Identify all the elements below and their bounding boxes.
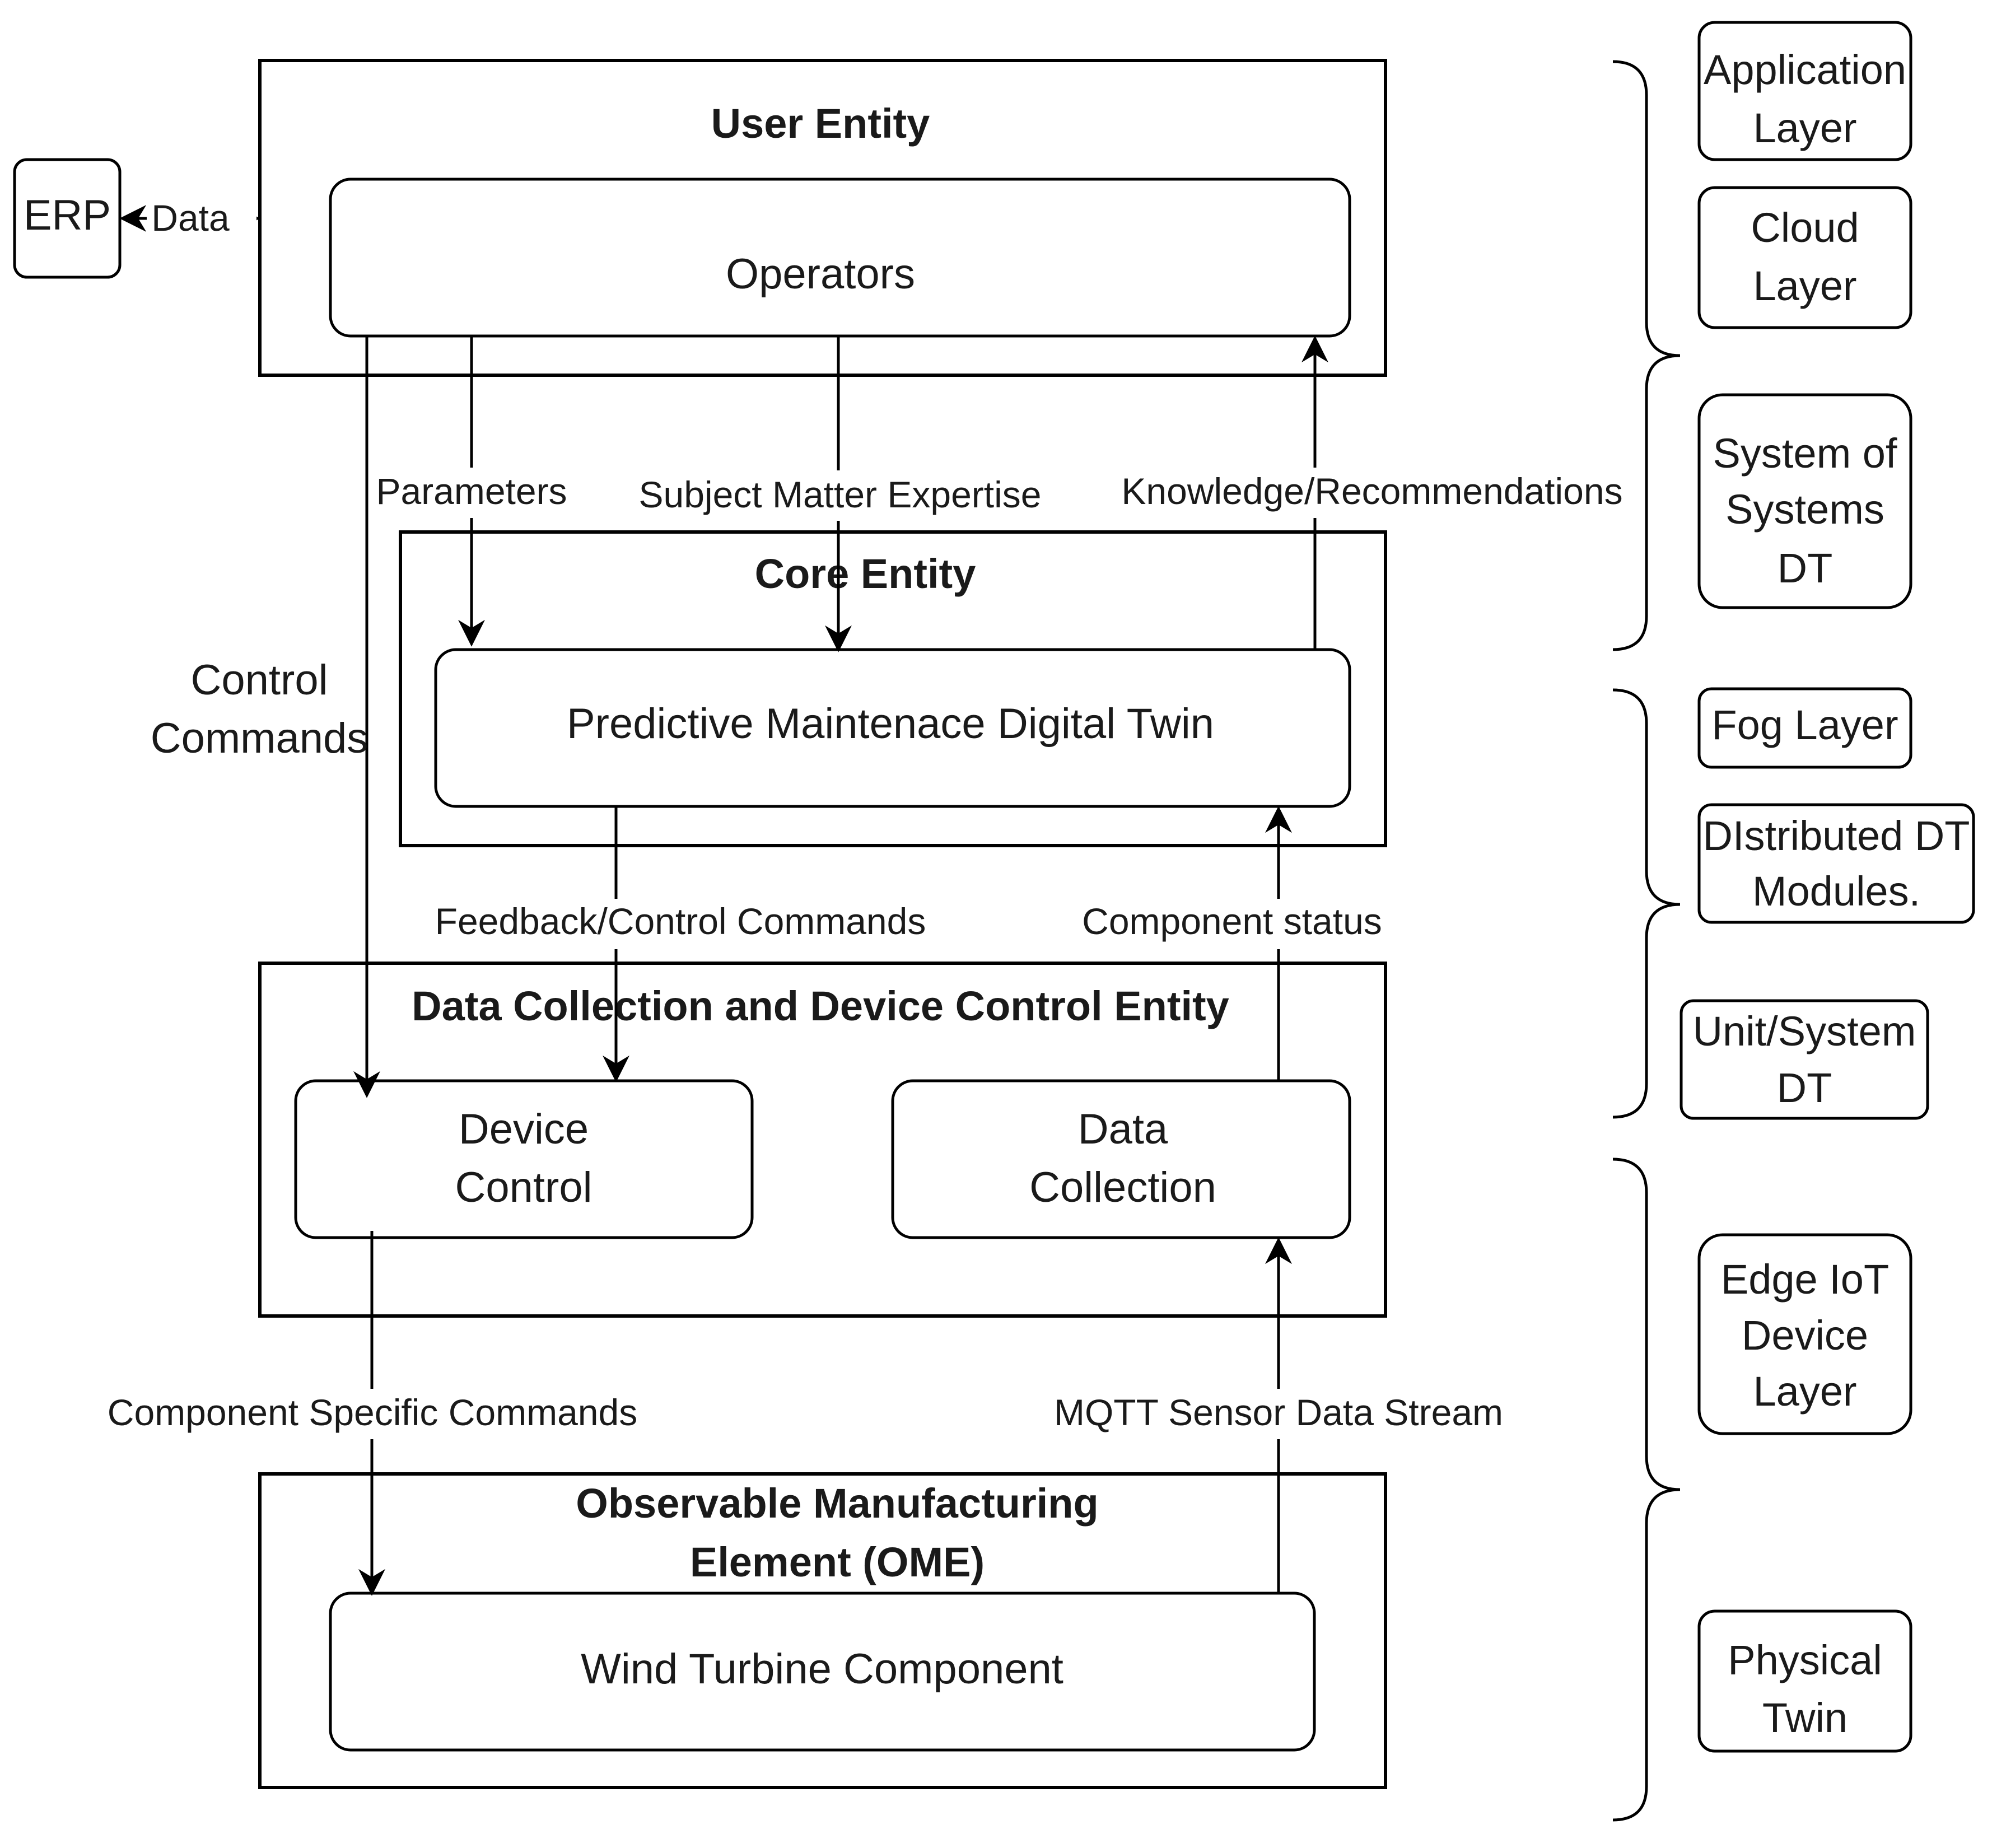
layer-distributed-dt: DIstributed DT Modules.	[1697, 803, 1975, 924]
layer-physical-twin: Physical Twin	[1697, 1609, 1912, 1753]
wind-turbine-label: Wind Turbine Component	[581, 1645, 1063, 1693]
control-commands-label-line1: Control	[191, 656, 328, 704]
svg-text:DT: DT	[1777, 1065, 1832, 1111]
component-status-label: Component status	[1082, 900, 1382, 942]
layer-edge-iot: Edge IoT Device Layer	[1697, 1233, 1912, 1435]
layer-system-of-systems: System of Systems DT	[1697, 393, 1912, 609]
wind-turbine-box: Wind Turbine Component	[329, 1592, 1316, 1752]
layer-braces	[1612, 60, 1681, 1822]
ome-entity-title-line1: Observable Manufacturing	[576, 1480, 1098, 1527]
device-control-box: Device Control	[294, 1079, 754, 1239]
device-control-label-line2: Control	[455, 1164, 593, 1211]
layer-cloud: Cloud Layer	[1697, 186, 1912, 329]
subject-matter-label: Subject Matter Expertise	[639, 474, 1042, 515]
ome-entity-container: Observable Manufacturing Element (OME)	[258, 1472, 1387, 1789]
user-entity-container: User Entity	[258, 59, 1387, 377]
erp-box: ERP	[13, 158, 122, 279]
mqtt-label: MQTT Sensor Data Stream	[1054, 1392, 1503, 1433]
svg-text:System of: System of	[1713, 430, 1897, 477]
svg-text:Twin: Twin	[1762, 1695, 1848, 1741]
data-collection-entity-title: Data Collection and Device Control Entit…	[412, 983, 1229, 1029]
svg-text:Layer: Layer	[1753, 105, 1856, 151]
ome-entity-title-line2: Element (OME)	[690, 1539, 985, 1585]
svg-text:DIstributed DT: DIstributed DT	[1702, 813, 1970, 859]
svg-text:Fog Layer: Fog Layer	[1711, 702, 1898, 748]
svg-text:Layer: Layer	[1753, 263, 1856, 309]
feedback-label: Feedback/Control Commands	[435, 900, 926, 942]
layer-fog: Fog Layer	[1697, 687, 1912, 769]
core-entity-title: Core Entity	[755, 550, 976, 597]
upper-brace	[1612, 60, 1681, 651]
erp-label: ERP	[24, 192, 111, 239]
flow-labels: Data Parameters Subject Matter Expertise…	[95, 193, 1638, 1439]
pm-twin-box: Predictive Maintenace Digital Twin	[434, 648, 1351, 808]
user-entity-title: User Entity	[711, 100, 930, 147]
svg-text:DT: DT	[1778, 545, 1833, 591]
lower-brace	[1612, 1158, 1681, 1822]
operators-box: Operators	[329, 178, 1351, 338]
layer-unit-system-dt: Unit/System DT	[1680, 999, 1929, 1120]
svg-text:Modules.: Modules.	[1752, 868, 1920, 914]
svg-text:Device: Device	[1742, 1312, 1868, 1359]
data-collection-label-line1: Data	[1078, 1105, 1168, 1153]
control-commands-label-line2: Commands	[151, 715, 368, 762]
pm-twin-label: Predictive Maintenace Digital Twin	[567, 700, 1214, 748]
parameters-label: Parameters	[376, 470, 567, 512]
data-collection-box: Data Collection	[891, 1079, 1351, 1239]
svg-text:Edge IoT: Edge IoT	[1721, 1256, 1889, 1303]
svg-text:Unit/System: Unit/System	[1693, 1008, 1916, 1054]
knowledge-label: Knowledge/Recommendations	[1121, 470, 1622, 512]
data-collection-entity-container: Data Collection and Device Control Entit…	[258, 962, 1387, 1318]
data-flow-label: Data	[151, 197, 230, 239]
component-specific-label: Component Specific Commands	[108, 1392, 637, 1433]
layer-application: Application Layer	[1697, 21, 1912, 161]
svg-text:Application: Application	[1704, 46, 1906, 93]
svg-text:Systems: Systems	[1725, 486, 1884, 533]
svg-text:Physical: Physical	[1728, 1637, 1882, 1683]
svg-text:Cloud: Cloud	[1751, 204, 1859, 251]
core-entity-container: Core Entity	[399, 530, 1387, 847]
operators-label: Operators	[726, 250, 915, 298]
middle-brace	[1612, 688, 1681, 1119]
data-collection-label-line2: Collection	[1029, 1164, 1216, 1211]
device-control-label-line1: Device	[459, 1105, 589, 1153]
svg-text:Layer: Layer	[1753, 1368, 1856, 1415]
